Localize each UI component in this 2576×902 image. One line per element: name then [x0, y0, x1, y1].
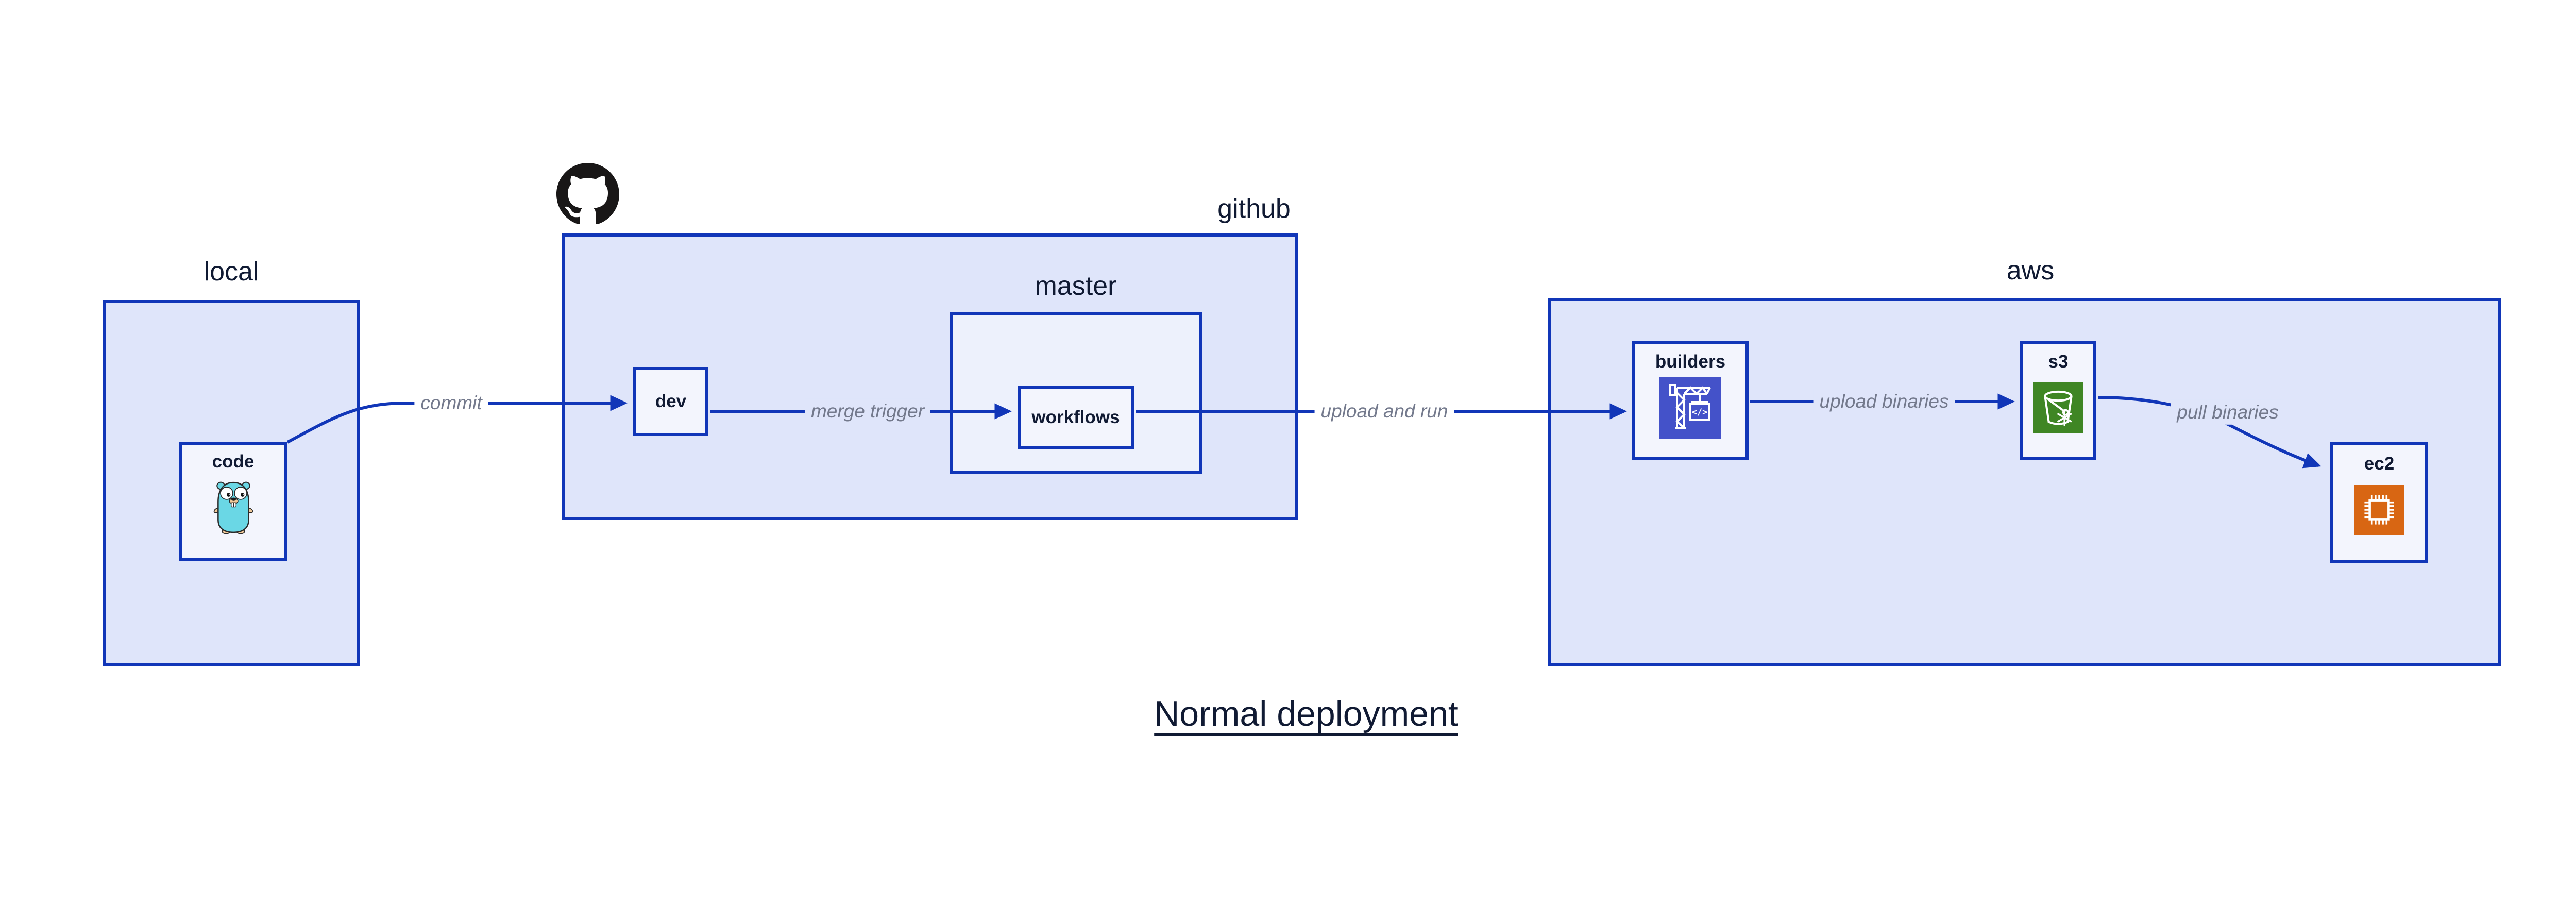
edge-label-upload-binaries: upload binaries	[1813, 389, 1955, 414]
codebuild-code-glyph: </>	[1692, 407, 1708, 417]
node-dev: dev	[633, 367, 708, 436]
edge-label-merge-trigger: merge trigger	[804, 398, 931, 424]
node-s3: s3	[2020, 341, 2096, 460]
edge-label-upload-and-run: upload and run	[1314, 398, 1454, 424]
node-label-workflows: workflows	[1031, 407, 1120, 428]
edge-label-pull-binaries: pull binaries	[2171, 399, 2285, 425]
node-ec2: ec2	[2330, 442, 2428, 563]
go-gopher-icon	[213, 480, 253, 537]
s3-bucket-icon	[2033, 382, 2083, 436]
node-label-builders: builders	[1655, 352, 1726, 372]
node-label-s3: s3	[2048, 352, 2069, 372]
node-builders: builders </>	[1632, 341, 1749, 460]
node-label-code: code	[212, 452, 255, 472]
diagram-title: Normal deployment	[1154, 694, 1458, 733]
codebuild-crane-icon: </>	[1659, 377, 1721, 442]
ec2-chip-icon	[2354, 485, 2404, 538]
container-label-local: local	[204, 257, 259, 287]
container-label-aws: aws	[2006, 256, 2055, 286]
container-label-master: master	[1035, 271, 1117, 301]
node-workflows: workflows	[1018, 386, 1134, 449]
node-label-dev: dev	[655, 391, 687, 411]
edge-label-commit: commit	[414, 390, 488, 416]
node-code: code	[179, 442, 287, 561]
container-label-github: github	[1217, 194, 1291, 224]
node-label-ec2: ec2	[2364, 454, 2395, 474]
github-octocat-icon	[556, 163, 619, 226]
